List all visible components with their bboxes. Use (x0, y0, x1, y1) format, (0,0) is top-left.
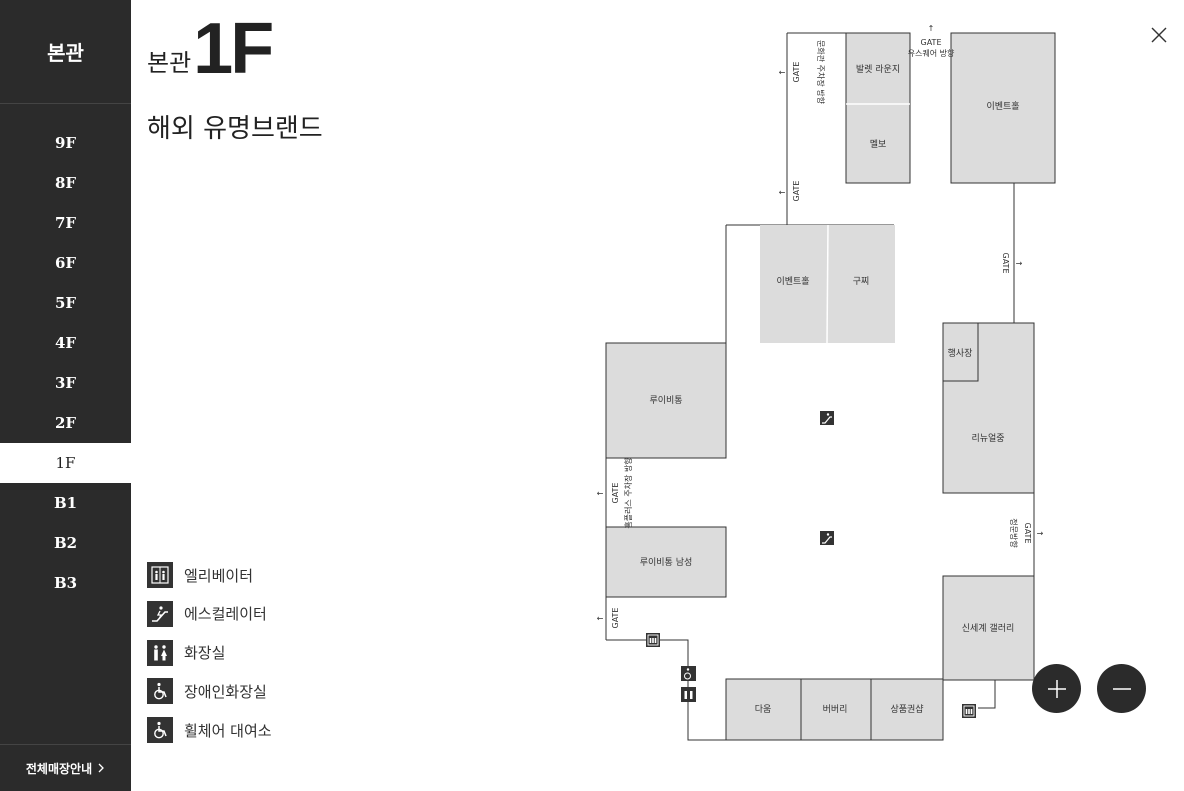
wheelchair-rental-icon (147, 717, 173, 744)
store-gift-card[interactable] (870, 678, 944, 741)
arrow-left-icon: ← (779, 68, 786, 77)
legend-item: 에스컬레이터 (147, 600, 272, 627)
map-legend: 엘리베이터 에스컬레이터 화장실 장애인화장실 휠체어 대여소 (147, 562, 272, 756)
all-stores-label: 전체매장안내 (25, 761, 93, 776)
store-burberry[interactable] (800, 678, 872, 741)
label-melbo: 멜보 (870, 138, 887, 150)
label-renewal: 리뉴얼중 (971, 433, 1004, 444)
store-gucci[interactable] (828, 225, 895, 343)
arrow-right-icon: → (1016, 259, 1023, 268)
label-hangsajang: 행사장 (948, 347, 973, 359)
legend-item: 화장실 (147, 639, 272, 666)
gate-label: GATE (921, 38, 942, 47)
floor-sidebar: 본관 9F 8F 7F 6F 5F 4F 3F 2F 1F B1 B2 B3 전… (0, 0, 131, 791)
plus-icon (1047, 679, 1066, 698)
floor-map: 발렛 라운지 멜보 이벤트홀 이벤트홀 구찌 루이비통 루이비통 남성 행사장 … (597, 24, 1056, 741)
floor-item-b2[interactable]: B2 (53, 534, 78, 552)
store-hangsajang[interactable] (942, 322, 979, 382)
label-daum: 다움 (755, 704, 772, 715)
label-gift-card: 상품권샵 (890, 703, 923, 715)
legend-item: 휠체어 대여소 (147, 717, 272, 744)
gate-direction-label: 정문방향 (1009, 518, 1019, 548)
legend-label: 에스컬레이터 (184, 605, 267, 624)
building-name: 본관 (0, 0, 131, 104)
floor-item-7f[interactable]: 7F (54, 214, 77, 232)
legend-label: 장애인화장실 (184, 682, 267, 701)
elevator-icon (147, 562, 173, 588)
legend-item: 엘리베이터 (147, 562, 272, 588)
label-louis-vuitton: 루이비통 (649, 395, 682, 406)
floor-item-5f[interactable]: 5F (54, 294, 77, 312)
floor-item-3f[interactable]: 3F (54, 374, 77, 392)
floor-item-6f[interactable]: 6F (54, 254, 77, 272)
store-melbo[interactable] (845, 103, 911, 184)
title-building: 본관 (147, 49, 192, 77)
restroom-icon[interactable] (681, 687, 696, 702)
zoom-in-button[interactable] (1032, 664, 1081, 713)
store-event-hall-mid[interactable] (760, 225, 828, 343)
store-event-hall-top[interactable] (950, 32, 1056, 184)
accessible-restroom-icon[interactable] (681, 666, 696, 681)
store-ballet-lounge[interactable] (845, 32, 911, 105)
floor-item-b3[interactable]: B3 (53, 574, 78, 592)
floor-item-9f[interactable]: 9F (54, 134, 77, 152)
arrow-left-icon: ← (779, 188, 786, 197)
arrow-left-icon: ← (597, 489, 604, 498)
elevator-icon[interactable] (645, 632, 661, 648)
gate-label: GATE (792, 62, 801, 83)
elevator-icon[interactable] (961, 703, 977, 719)
gate-label: GATE (1023, 523, 1032, 544)
escalator-icon[interactable] (819, 410, 835, 426)
legend-item: 장애인화장실 (147, 678, 272, 705)
gate-direction-label: 홈플러스 주차장 방향 (623, 457, 633, 529)
floor-item-4f[interactable]: 4F (54, 334, 77, 352)
floor-item-8f[interactable]: 8F (54, 174, 77, 192)
store-lv-men[interactable] (605, 526, 727, 598)
label-event-hall-top: 이벤트홀 (986, 100, 1019, 112)
gate-label: GATE (1001, 253, 1010, 274)
gate-label: GATE (611, 483, 620, 504)
all-stores-link[interactable]: 전체매장안내 (0, 744, 131, 791)
floor-item-2f[interactable]: 2F (54, 414, 77, 432)
minus-icon (1112, 687, 1131, 690)
restroom-icon (147, 639, 173, 666)
legend-label: 엘리베이터 (184, 566, 254, 585)
label-shinsegae-gallery: 신세계 갤러리 (962, 622, 1015, 634)
escalator-icon (147, 600, 173, 627)
label-ballet-lounge: 발렛 라운지 (856, 64, 900, 75)
label-lv-men: 루이비통 남성 (640, 557, 693, 568)
arrow-left-icon: ← (597, 614, 604, 623)
gate-direction-label: 유스퀘어 방향 (908, 48, 955, 58)
store-shinsegae-gallery[interactable] (942, 575, 1035, 681)
page-title: 본관 1F (147, 9, 274, 89)
accessible-restroom-icon (147, 678, 173, 705)
floor-item-b1[interactable]: B1 (53, 494, 78, 512)
gate-direction-label: 문화관 주차장 방향 (816, 40, 826, 105)
legend-label: 휠체어 대여소 (184, 721, 272, 740)
title-floor: 1F (193, 9, 274, 89)
gate-label: GATE (792, 181, 801, 202)
zoom-out-button[interactable] (1097, 664, 1146, 713)
chevron-right-icon (98, 763, 105, 773)
floor-list: 9F 8F 7F 6F 5F 4F 3F 2F 1F B1 B2 B3 (0, 123, 131, 603)
arrow-up-icon: ↑ (928, 24, 935, 33)
close-icon[interactable] (1150, 26, 1168, 44)
legend-label: 화장실 (184, 644, 226, 663)
label-gucci: 구찌 (853, 276, 870, 287)
store-daum[interactable] (725, 678, 802, 741)
arrow-right-icon: → (1037, 529, 1044, 538)
gate-label: GATE (611, 608, 620, 629)
label-burberry: 버버리 (823, 704, 848, 715)
label-event-hall-mid: 이벤트홀 (776, 275, 809, 287)
escalator-icon[interactable] (819, 530, 835, 546)
store-louis-vuitton[interactable] (605, 342, 727, 459)
floor-category: 해외 유명브랜드 (147, 114, 323, 144)
floor-item-1f[interactable]: 1F (0, 443, 131, 483)
